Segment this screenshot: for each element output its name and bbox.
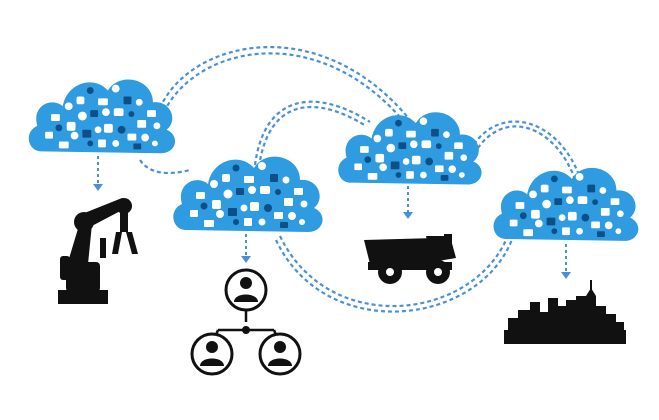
cloud-1 bbox=[28, 79, 176, 154]
link-cloud1-cloud2 bbox=[139, 159, 191, 175]
cloud-2 bbox=[173, 156, 323, 232]
cloud-connections bbox=[139, 45, 582, 313]
link-cloud2-cloud3-b bbox=[257, 106, 367, 168]
link-cloud2-cloud4-lower-b bbox=[275, 233, 516, 313]
mining-truck-icon bbox=[364, 234, 456, 284]
drop-arrows bbox=[93, 156, 571, 279]
robot-arm-icon bbox=[58, 198, 138, 304]
cloud-3 bbox=[338, 112, 482, 185]
user-avatar-top bbox=[224, 268, 268, 312]
user-network-icon bbox=[190, 268, 302, 376]
city-skyline-icon bbox=[504, 280, 626, 344]
link-cloud1-cloud3-upper bbox=[158, 45, 411, 121]
user-avatar-right bbox=[258, 332, 302, 376]
link-cloud2-cloud3 bbox=[253, 100, 371, 166]
user-avatar-left bbox=[190, 332, 234, 376]
link-cloud3-cloud4 bbox=[469, 120, 582, 179]
link-cloud3-cloud4-b bbox=[473, 125, 578, 183]
cloud-4 bbox=[493, 167, 639, 241]
link-cloud1-cloud3-upper-b bbox=[163, 52, 407, 125]
link-cloud2-cloud4-lower bbox=[279, 229, 512, 308]
